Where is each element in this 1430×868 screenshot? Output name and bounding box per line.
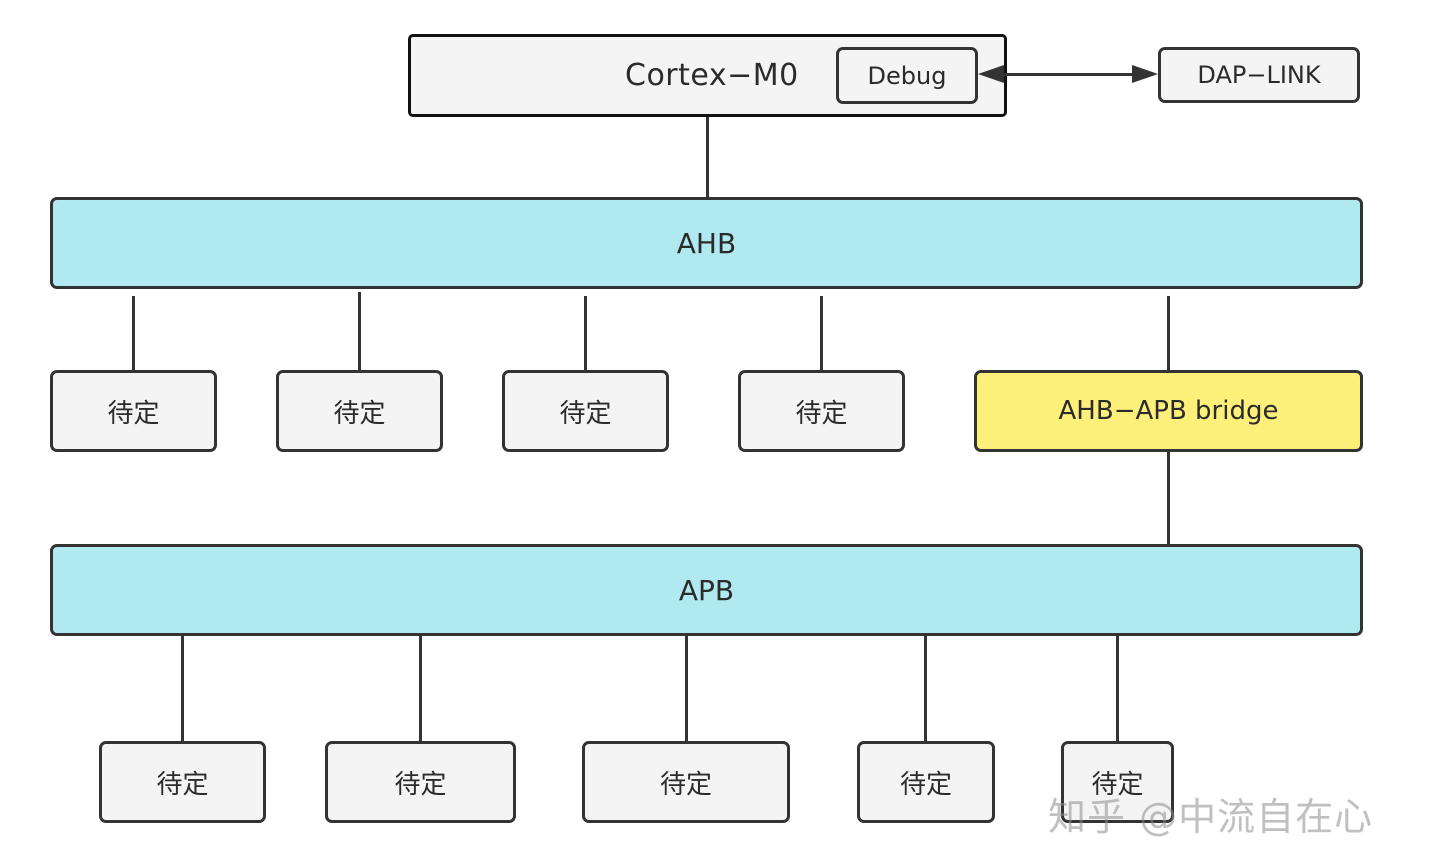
dap-link-label: DAP−LINK — [1197, 61, 1321, 89]
ahb-peripheral-label: 待定 — [795, 398, 848, 429]
apb-peripheral-label: 待定 — [394, 769, 447, 800]
apb-label: APB — [678, 573, 735, 607]
apb-peripheral-3: 待定 — [582, 741, 790, 823]
ahb-peripheral-connector-2 — [358, 292, 361, 371]
debug-label: Debug — [867, 61, 947, 90]
apb-peripheral-connector-1 — [181, 634, 184, 743]
apb-peripheral-connector-4 — [924, 634, 927, 743]
watermark: 知乎 @中流自在心 — [1048, 795, 1374, 839]
dap-link-block: DAP−LINK — [1158, 47, 1360, 103]
ahb-bus: AHB — [50, 197, 1363, 289]
apb-peripheral-2: 待定 — [325, 741, 516, 823]
apb-peripheral-label: 待定 — [156, 769, 209, 800]
cpu-ahb-connector — [706, 115, 709, 203]
ahb-peripheral-label: 待定 — [107, 398, 160, 429]
bridge-label: AHB−APB bridge — [1058, 396, 1279, 426]
arrow-head-left — [978, 65, 1004, 83]
cortex-m0-label: Cortex−M0 — [625, 58, 799, 93]
ahb-peripheral-label: 待定 — [559, 398, 612, 429]
apb-peripheral-5: 待定 — [1061, 741, 1174, 823]
apb-peripheral-label: 待定 — [899, 769, 952, 800]
ahb-peripheral-4: 待定 — [738, 370, 905, 452]
debug-dap-link-line — [1000, 73, 1134, 76]
ahb-peripheral-1: 待定 — [50, 370, 217, 452]
ahb-peripheral-3: 待定 — [502, 370, 669, 452]
apb-peripheral-4: 待定 — [857, 741, 995, 823]
ahb-apb-bridge: AHB−APB bridge — [974, 370, 1363, 452]
ahb-peripheral-connector-3 — [584, 296, 587, 371]
apb-bus: APB — [50, 544, 1363, 636]
ahb-peripheral-connector-1 — [132, 296, 135, 371]
ahb-peripheral-2: 待定 — [276, 370, 443, 452]
bridge-apb-connector — [1167, 450, 1170, 546]
apb-peripheral-connector-5 — [1116, 634, 1119, 743]
arrow-head-right — [1132, 65, 1158, 83]
ahb-label: AHB — [676, 226, 737, 260]
ahb-peripheral-connector-4 — [820, 296, 823, 371]
debug-block: Debug — [836, 47, 978, 104]
apb-peripheral-connector-3 — [685, 634, 688, 743]
apb-peripheral-connector-2 — [419, 634, 422, 743]
apb-peripheral-label: 待定 — [659, 769, 712, 800]
apb-peripheral-1: 待定 — [99, 741, 266, 823]
ahb-bridge-connector — [1167, 296, 1170, 371]
ahb-peripheral-label: 待定 — [333, 398, 386, 429]
apb-peripheral-label: 待定 — [1091, 769, 1144, 800]
